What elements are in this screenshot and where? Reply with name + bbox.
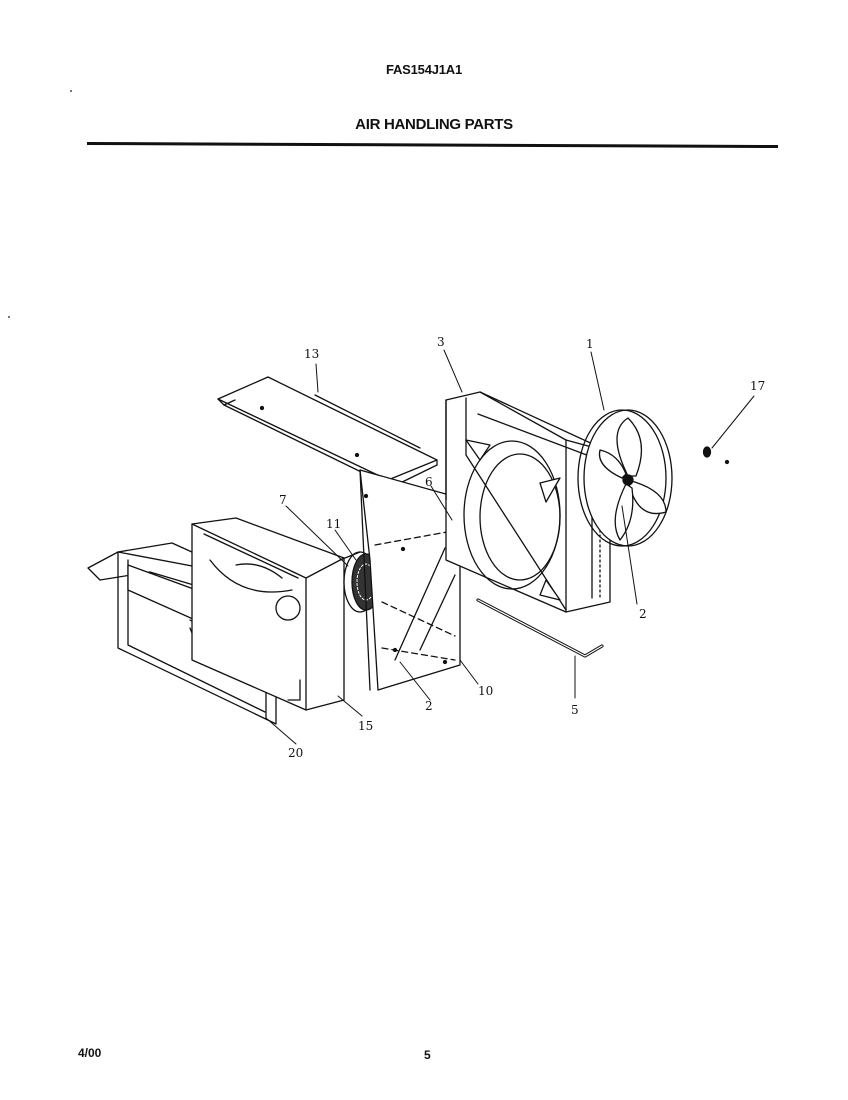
part-2-partition — [359, 469, 461, 691]
part-3-orifice-shroud — [445, 391, 611, 613]
scan-speck — [70, 90, 72, 92]
callout-1: 1 — [586, 337, 594, 351]
callout-5: 5 — [571, 703, 579, 717]
callout-15: 15 — [358, 719, 373, 733]
part-15-shroud — [191, 517, 345, 711]
callout-labels: 13 3 1 17 6 7 11 2 5 10 2 15 20 — [279, 335, 765, 760]
footer-date: 4/00 — [78, 1046, 102, 1060]
callout-10: 10 — [478, 684, 493, 698]
part-17-fan-clip — [702, 446, 730, 465]
callout-6: 6 — [425, 475, 433, 489]
callout-7: 7 — [279, 493, 287, 507]
model-number: FAS154J1A1 — [385, 62, 463, 77]
callout-17: 17 — [750, 379, 765, 393]
callout-13: 13 — [304, 347, 319, 361]
callout-11: 11 — [326, 517, 341, 531]
section-title: AIR HANDLING PARTS — [355, 116, 513, 133]
callout-3: 3 — [437, 335, 445, 349]
scan-speck — [8, 316, 10, 318]
callout-2: 2 — [425, 699, 433, 713]
part-13-top-panel — [217, 376, 438, 488]
callout-4: 2 — [639, 607, 647, 621]
leader-lines — [265, 349, 755, 745]
callout-20: 20 — [288, 746, 303, 760]
part-5-drain-tube — [476, 598, 604, 658]
page-number: 5 — [424, 1048, 431, 1062]
part-1-fan-blade — [577, 409, 673, 547]
